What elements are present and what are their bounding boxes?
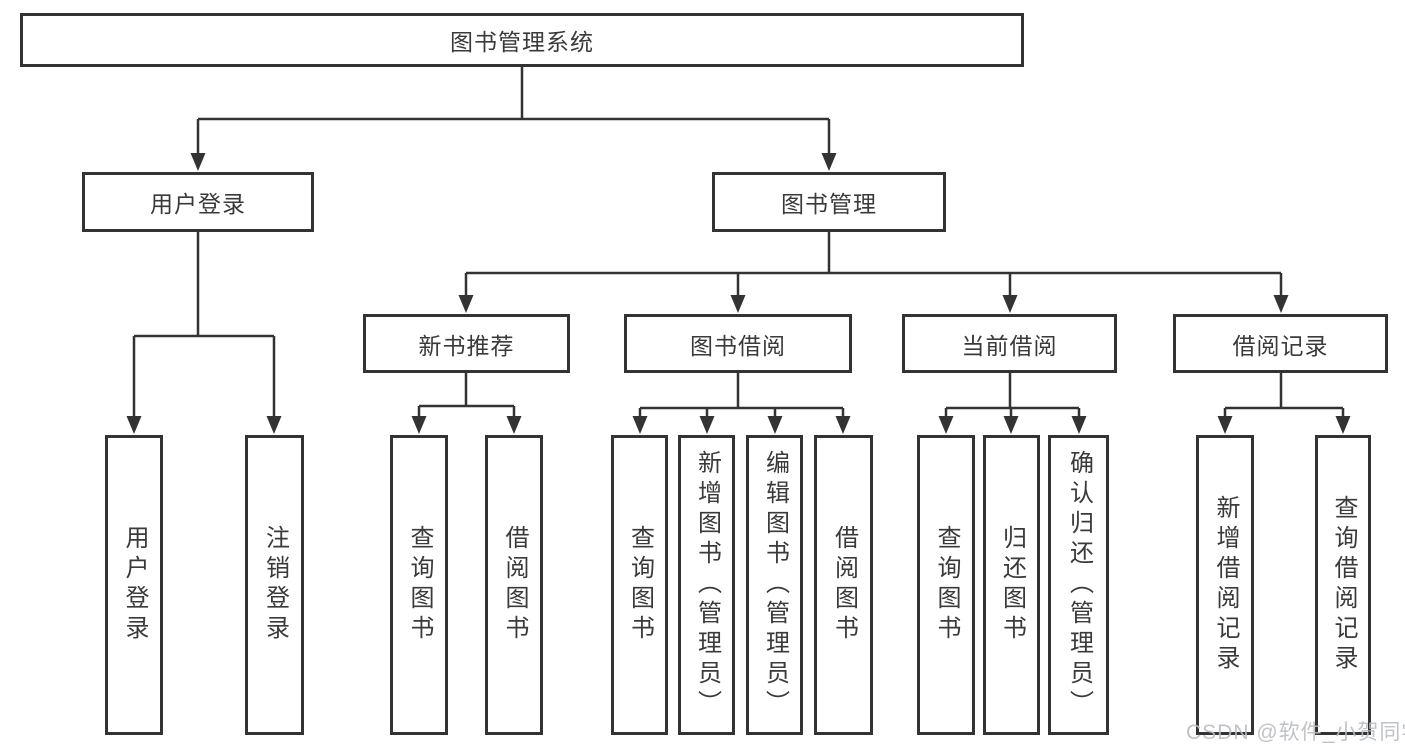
leaf-query-books-current: 查询图书 [917,435,975,735]
node-label: 查询图书 [626,525,654,645]
node-label: 借阅记录 [1232,332,1329,359]
node-label: 借阅图书 [501,525,528,645]
connector-borrow-to-children [638,373,845,416]
connector-bookmgmt-to-level3 [464,232,1283,295]
arrowheads [126,153,1351,434]
leaf-borrow-books-recommend: 借阅图书 [485,435,543,735]
node-label: 当前借阅 [961,332,1058,359]
node-label: 新增图书（管理员） [693,450,721,720]
leaf-return-books: 归还图书 [983,435,1040,735]
node-label: 借阅图书 [830,525,858,645]
node-book-borrowing: 图书借阅 [624,314,852,373]
node-label: 查询借阅记录 [1330,495,1357,675]
node-label: 用户登录 [150,191,246,217]
node-label: 注销登录 [261,525,289,645]
leaf-logout: 注销登录 [245,435,304,735]
leaf-query-books-recommend: 查询图书 [390,435,448,735]
node-library-management-system: 图书管理系统 [20,13,1024,67]
node-label: 图书管理系统 [450,29,594,55]
node-label: 图书借阅 [690,332,786,359]
node-label: 编辑图书（管理员） [761,450,789,720]
node-label: 查询图书 [933,525,960,645]
leaf-query-books-borrow: 查询图书 [611,435,668,735]
node-book-management: 图书管理 [712,172,946,232]
leaf-borrow-books: 借阅图书 [814,435,873,735]
node-label: 查询图书 [406,525,433,645]
connector-records-to-children [1223,373,1345,416]
node-new-book-recommend: 新书推荐 [363,314,570,373]
connector-root-to-level2 [196,65,831,153]
csdn-watermark: CSDN @软件_小贺同学 [1186,721,1405,744]
node-label: 归还图书 [998,525,1026,645]
leaf-add-borrow-record: 新增借阅记录 [1196,435,1254,735]
node-borrowing-records: 借阅记录 [1173,314,1388,373]
node-current-borrowing: 当前借阅 [902,314,1117,373]
node-user-login: 用户登录 [82,172,314,232]
leaf-user-login: 用户登录 [105,435,163,735]
node-label: 新书推荐 [418,332,515,359]
node-label: 图书管理 [781,191,877,217]
node-label: 确认归还（管理员） [1065,450,1093,720]
node-label: 用户登录 [121,525,148,645]
leaf-query-borrow-record: 查询借阅记录 [1315,435,1371,735]
leaf-confirm-return-admin: 确认归还（管理员） [1048,435,1109,735]
leaf-edit-book-admin: 编辑图书（管理员） [746,435,803,735]
leaf-add-book-admin: 新增图书（管理员） [678,435,735,735]
connector-userlogin-to-children [132,232,276,416]
connector-recommend-to-children [417,373,516,416]
connector-current-to-children [944,373,1081,416]
node-label: 新增借阅记录 [1212,495,1239,675]
